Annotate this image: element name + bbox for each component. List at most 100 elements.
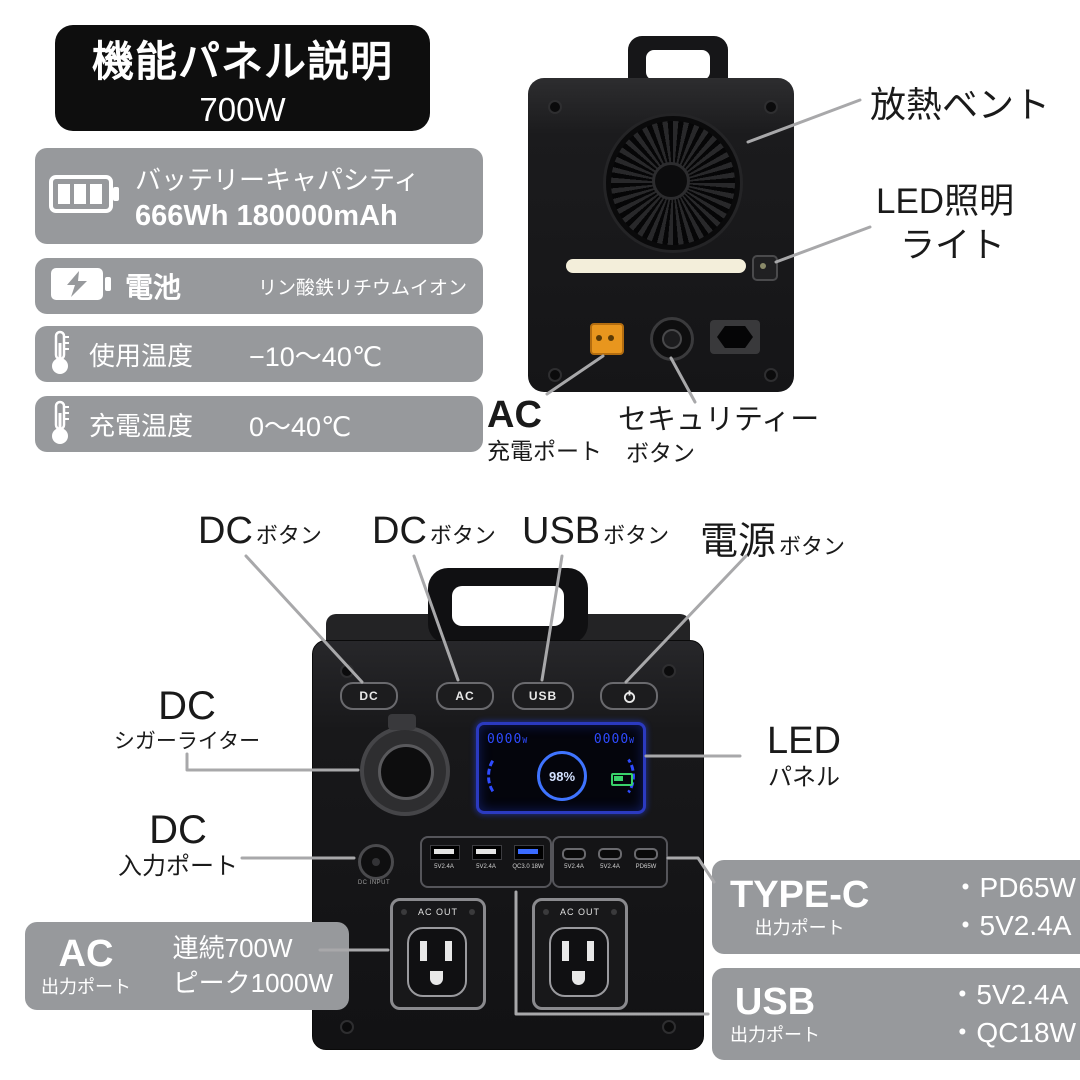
screw-icon (764, 368, 778, 382)
screw-icon (340, 664, 354, 678)
badge-subtitle: 出力ポート (41, 977, 131, 997)
typec-output-badge: TYPE-C 出力ポート ・PD65W ・5V2.4A (712, 860, 1080, 954)
power-button (600, 682, 658, 710)
usb-port-group: 5V2.4A 5V2.4A QC3.0 18W (420, 836, 552, 888)
screw-icon (662, 1020, 676, 1034)
port-hole (608, 335, 614, 341)
security-label-line2: ボタン (626, 440, 695, 466)
dc-input-pin (372, 858, 380, 866)
front-handle-hole (452, 586, 564, 626)
screw-icon (662, 664, 676, 678)
title-box: 機能パネル説明 700W (55, 25, 430, 131)
typec-port-label: 5V2.4A (600, 864, 620, 870)
title-line1: 機能パネル説明 (91, 37, 393, 85)
outlet-ground-hole (430, 971, 443, 985)
security-callout-label: セキュリティー ボタン (618, 406, 819, 465)
screw-icon (469, 909, 475, 915)
screw-icon (548, 100, 562, 114)
ac-charge-label-main: AC (487, 394, 542, 436)
battery-capacity-icon (49, 171, 121, 222)
callout-suffix: ボタン (429, 523, 496, 548)
ac-button-callout: DC ボタン (372, 510, 496, 553)
ac-outlet-face (549, 927, 609, 997)
screw-icon (340, 1020, 354, 1034)
thermometer-icon (49, 329, 71, 380)
title-line2: 700W (199, 90, 286, 128)
thermometer-icon (49, 399, 71, 450)
badge-value: ・5V2.4A (951, 910, 1072, 941)
badge-subtitle: 出力ポート (754, 918, 845, 938)
lcd-arc-right (603, 753, 635, 799)
battery-type-label: 電池 (125, 272, 182, 303)
usb-port-label: QC3.0 18W (512, 864, 544, 870)
led-panel-callout-label: LED パネル (744, 722, 864, 790)
typec-port (562, 848, 586, 860)
usb-a-port (472, 845, 502, 860)
ac-outlet: AC OUT (532, 898, 628, 1010)
battery-type-value: リン酸鉄リチウムイオン (257, 277, 467, 299)
screw-icon (401, 909, 407, 915)
security-label-line1: セキュリティー (618, 404, 820, 436)
spec-battery-capacity: バッテリーキャパシティ 666Wh 180000mAh (35, 148, 483, 244)
spec-charge-temp: 充電温度 0〜40℃ (35, 396, 483, 452)
charge-temp-label: 充電温度 (89, 410, 194, 441)
dc-input-port-label: DC INPUT (357, 880, 391, 886)
power-button-callout: 電源 ボタン (700, 510, 845, 565)
callout-main: USB (522, 510, 601, 552)
ac-charge-callout-label: AC 充電ポート (487, 396, 602, 463)
ac-outlet-face (407, 927, 467, 997)
callout-sub: パネル (768, 764, 840, 791)
outlet-slot (587, 941, 594, 961)
ac-inlet-inner (717, 326, 753, 348)
capacity-value: 666Wh 180000mAh (135, 199, 398, 232)
dc-button: DC (340, 682, 398, 710)
security-button (650, 317, 694, 361)
dc-button-callout: DC ボタン (198, 510, 322, 553)
badge-title: USB (734, 981, 816, 1024)
outlet-slot (445, 941, 452, 961)
lcd-watts-right: 0000W (593, 732, 635, 747)
usb-button-callout: USB ボタン (522, 510, 669, 553)
usb-output-badge: USB 出力ポート ・5V2.4A ・QC18W (712, 968, 1080, 1060)
security-button-inner (662, 329, 682, 349)
usb-tongue (434, 849, 454, 854)
cigarette-lighter-callout-label: DC シガーライター (112, 686, 262, 752)
cigarette-socket-cap (388, 714, 416, 730)
callout-main: DC (149, 808, 207, 852)
screw-icon (548, 368, 562, 382)
outlet-slot (562, 941, 569, 961)
use-temp-value: −10〜40℃ (249, 341, 383, 372)
callout-suffix: ボタン (255, 523, 322, 548)
screw-icon (764, 100, 778, 114)
screw-icon (611, 909, 617, 915)
callout-main: DC (198, 510, 253, 552)
callout-suffix: ボタン (603, 523, 670, 548)
screw-icon (543, 909, 549, 915)
led-display-panel: 0000W 0000W 98% (476, 722, 646, 814)
badge-value: 連続700W (172, 932, 293, 963)
badge-value: ・PD65W (951, 872, 1076, 904)
outlet-slot (420, 941, 427, 961)
callout-suffix: ボタン (779, 534, 846, 559)
power-icon (623, 689, 635, 703)
typec-pd-port (634, 848, 658, 860)
led-light-label-line2: ライト (900, 225, 1006, 265)
cigarette-socket-inner (378, 744, 434, 800)
badge-title: AC (58, 933, 114, 976)
ac-charge-port (590, 323, 624, 355)
callout-main: LED (767, 720, 841, 762)
ac-charge-label-sub: 充電ポート (487, 438, 602, 464)
ac-outlet-label: AC OUT (417, 907, 458, 917)
led-light-callout-label: LED照明 ライト (876, 180, 1014, 268)
battery-charge-icon (49, 264, 113, 309)
lcd-watts-left: 0000W (487, 732, 529, 747)
spec-battery-type: 電池 リン酸鉄リチウムイオン (35, 258, 483, 314)
usb-tongue (476, 849, 496, 854)
lcd-battery-percent: 98% (537, 751, 587, 801)
led-button-icon (760, 263, 766, 269)
typec-port (598, 848, 622, 860)
led-light-bar (566, 259, 746, 273)
lcd-arc-left (487, 753, 519, 799)
use-temp-label: 使用温度 (89, 340, 194, 371)
